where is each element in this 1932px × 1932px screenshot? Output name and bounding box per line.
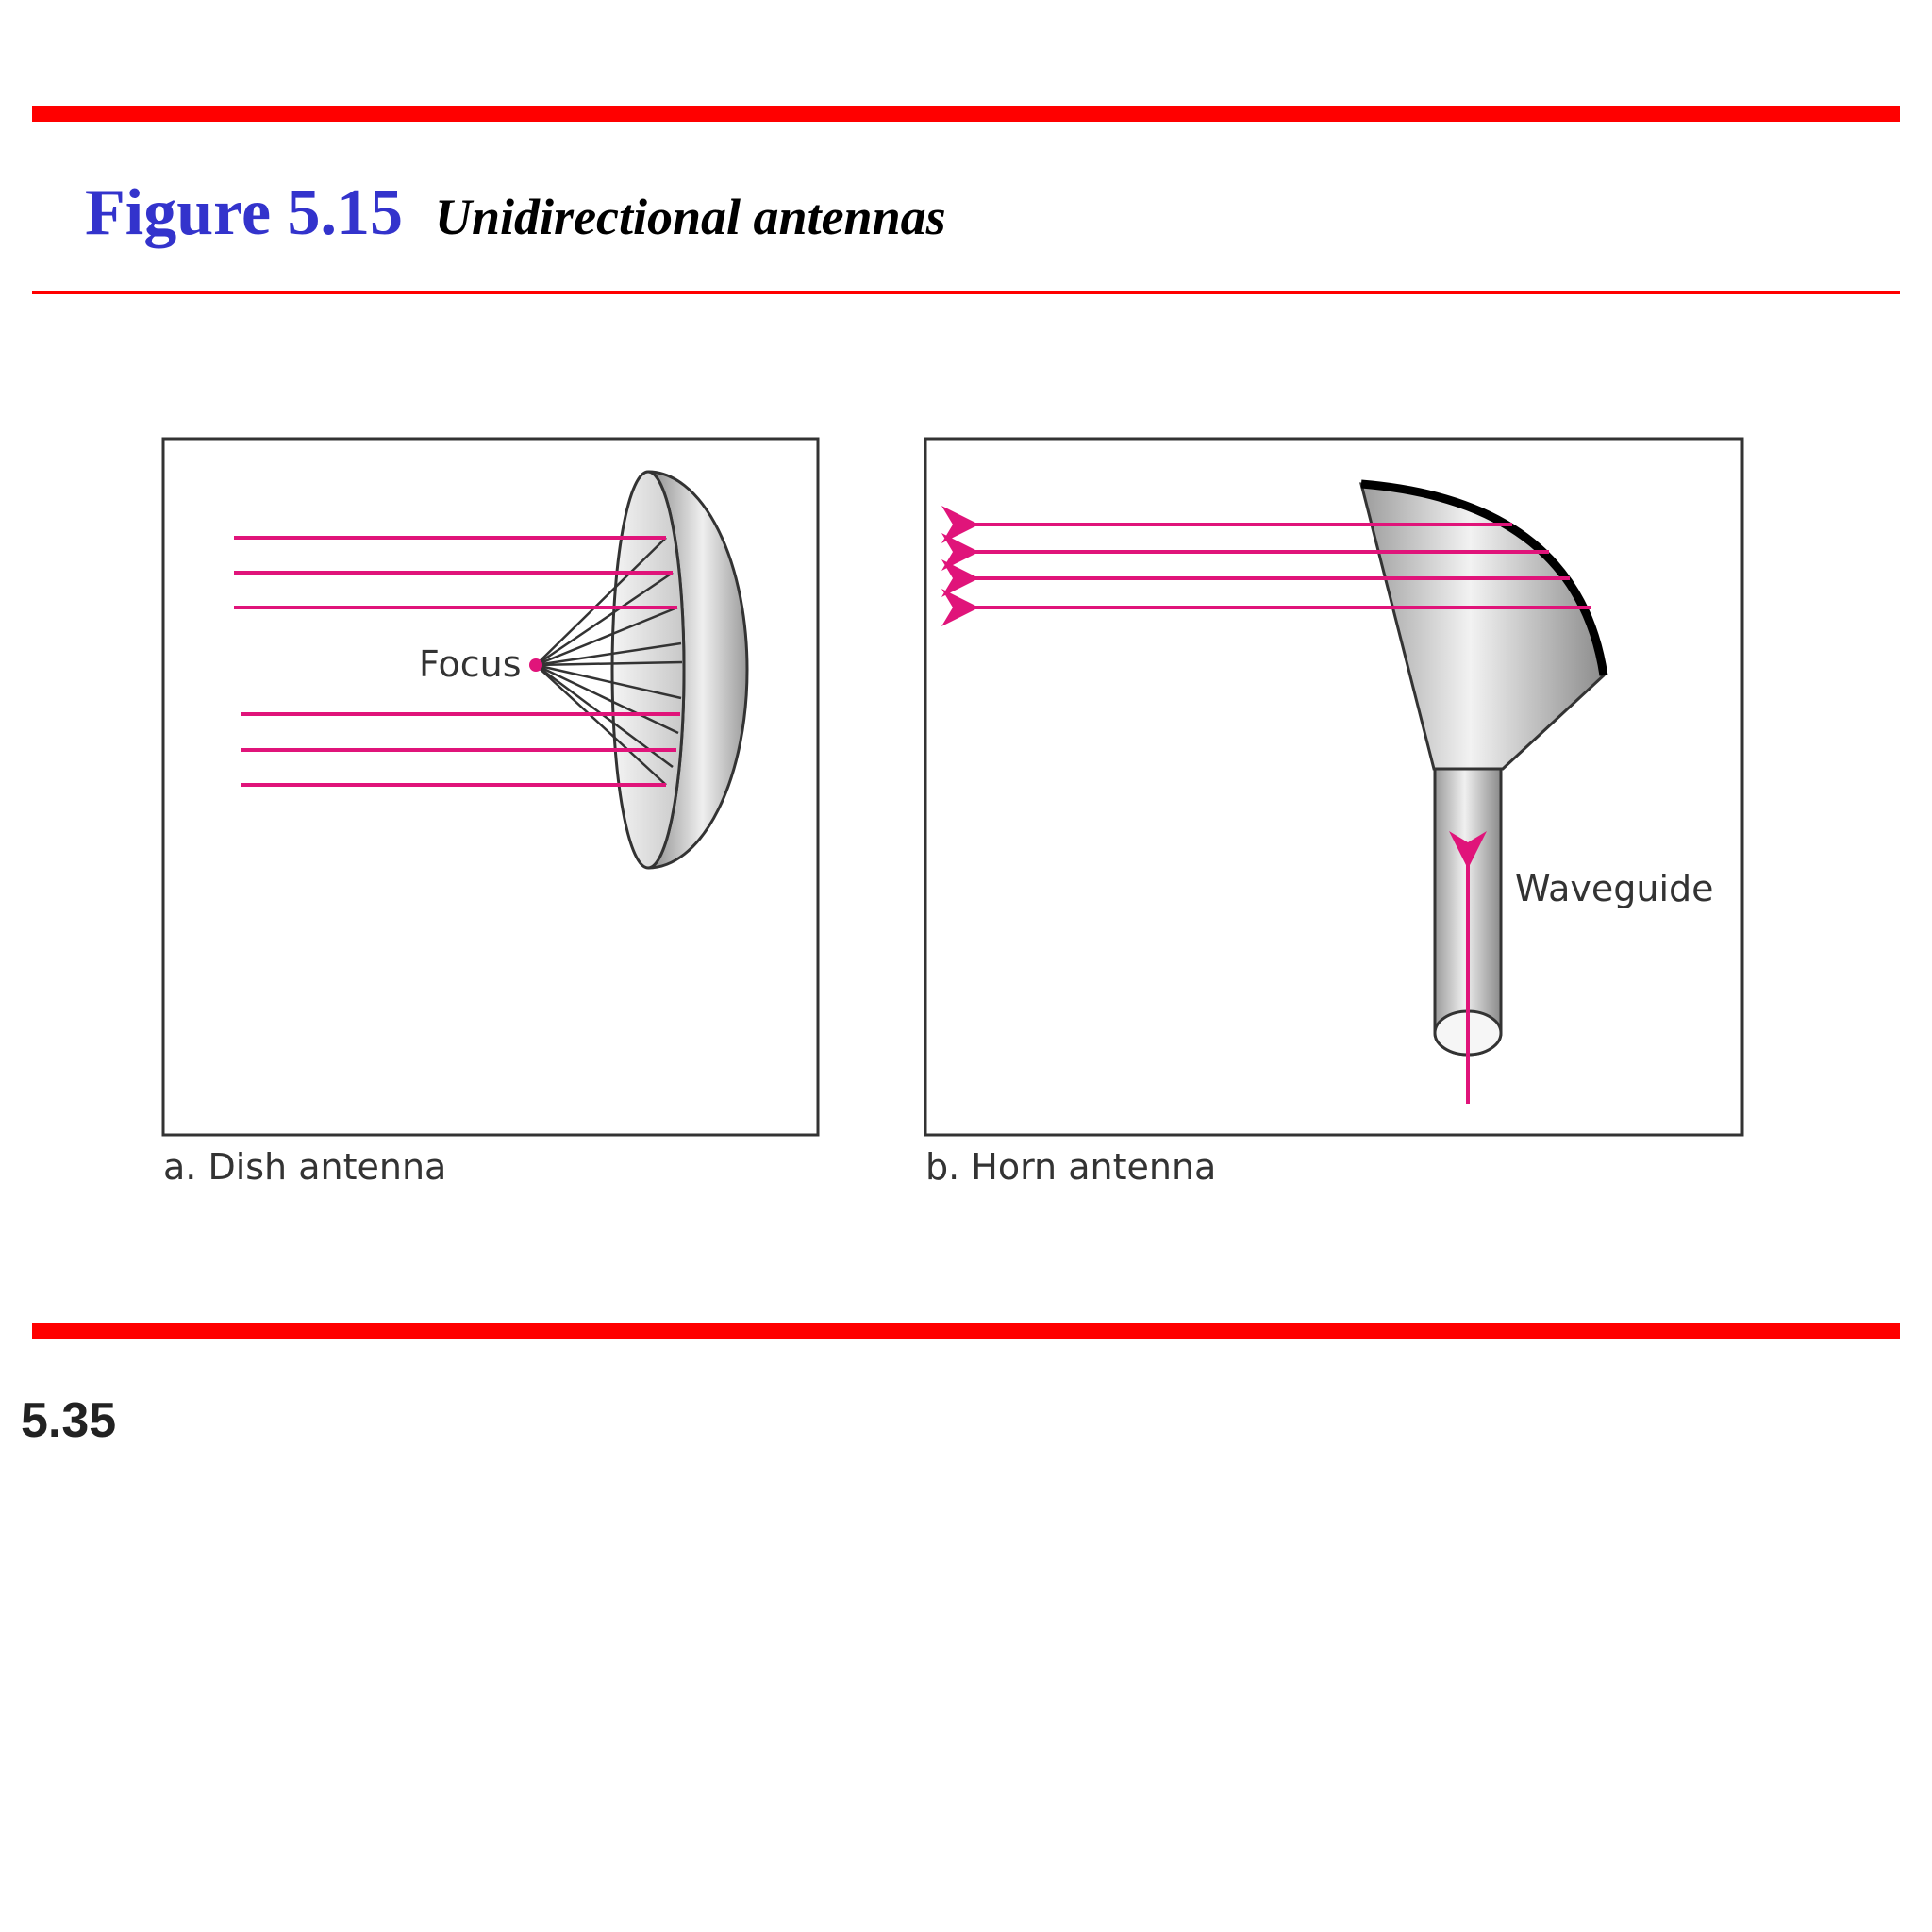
focus-label: Focus [419,643,522,685]
figure-number: Figure 5.15 [85,176,404,249]
horn-panel-frame [924,437,1744,1137]
incoming-signal-lines [234,536,680,787]
horn-antenna-caption: b. Horn antenna [925,1146,1216,1188]
bottom-red-rule [32,1323,1900,1339]
page-number: 5.35 [21,1393,117,1448]
top-red-rule [32,106,1900,122]
dish-antenna-caption: a. Dish antenna [163,1146,446,1188]
outgoing-signal-lines [941,506,1591,626]
focus-point [529,658,542,672]
figure-caption: Unidirectional antennas [435,189,946,245]
horn-aperture-rim [1360,479,1608,676]
horn-antenna-panel: Waveguide b. Horn antenna [924,437,1744,1188]
figure-title: Figure 5.15 Unidirectional antennas [85,175,946,251]
title-underline-rule [32,291,1900,294]
dish-antenna-panel: Focus a. Dish antenna [161,437,820,1188]
waveguide-label: Waveguide [1515,868,1714,909]
dish-rim [610,470,686,870]
